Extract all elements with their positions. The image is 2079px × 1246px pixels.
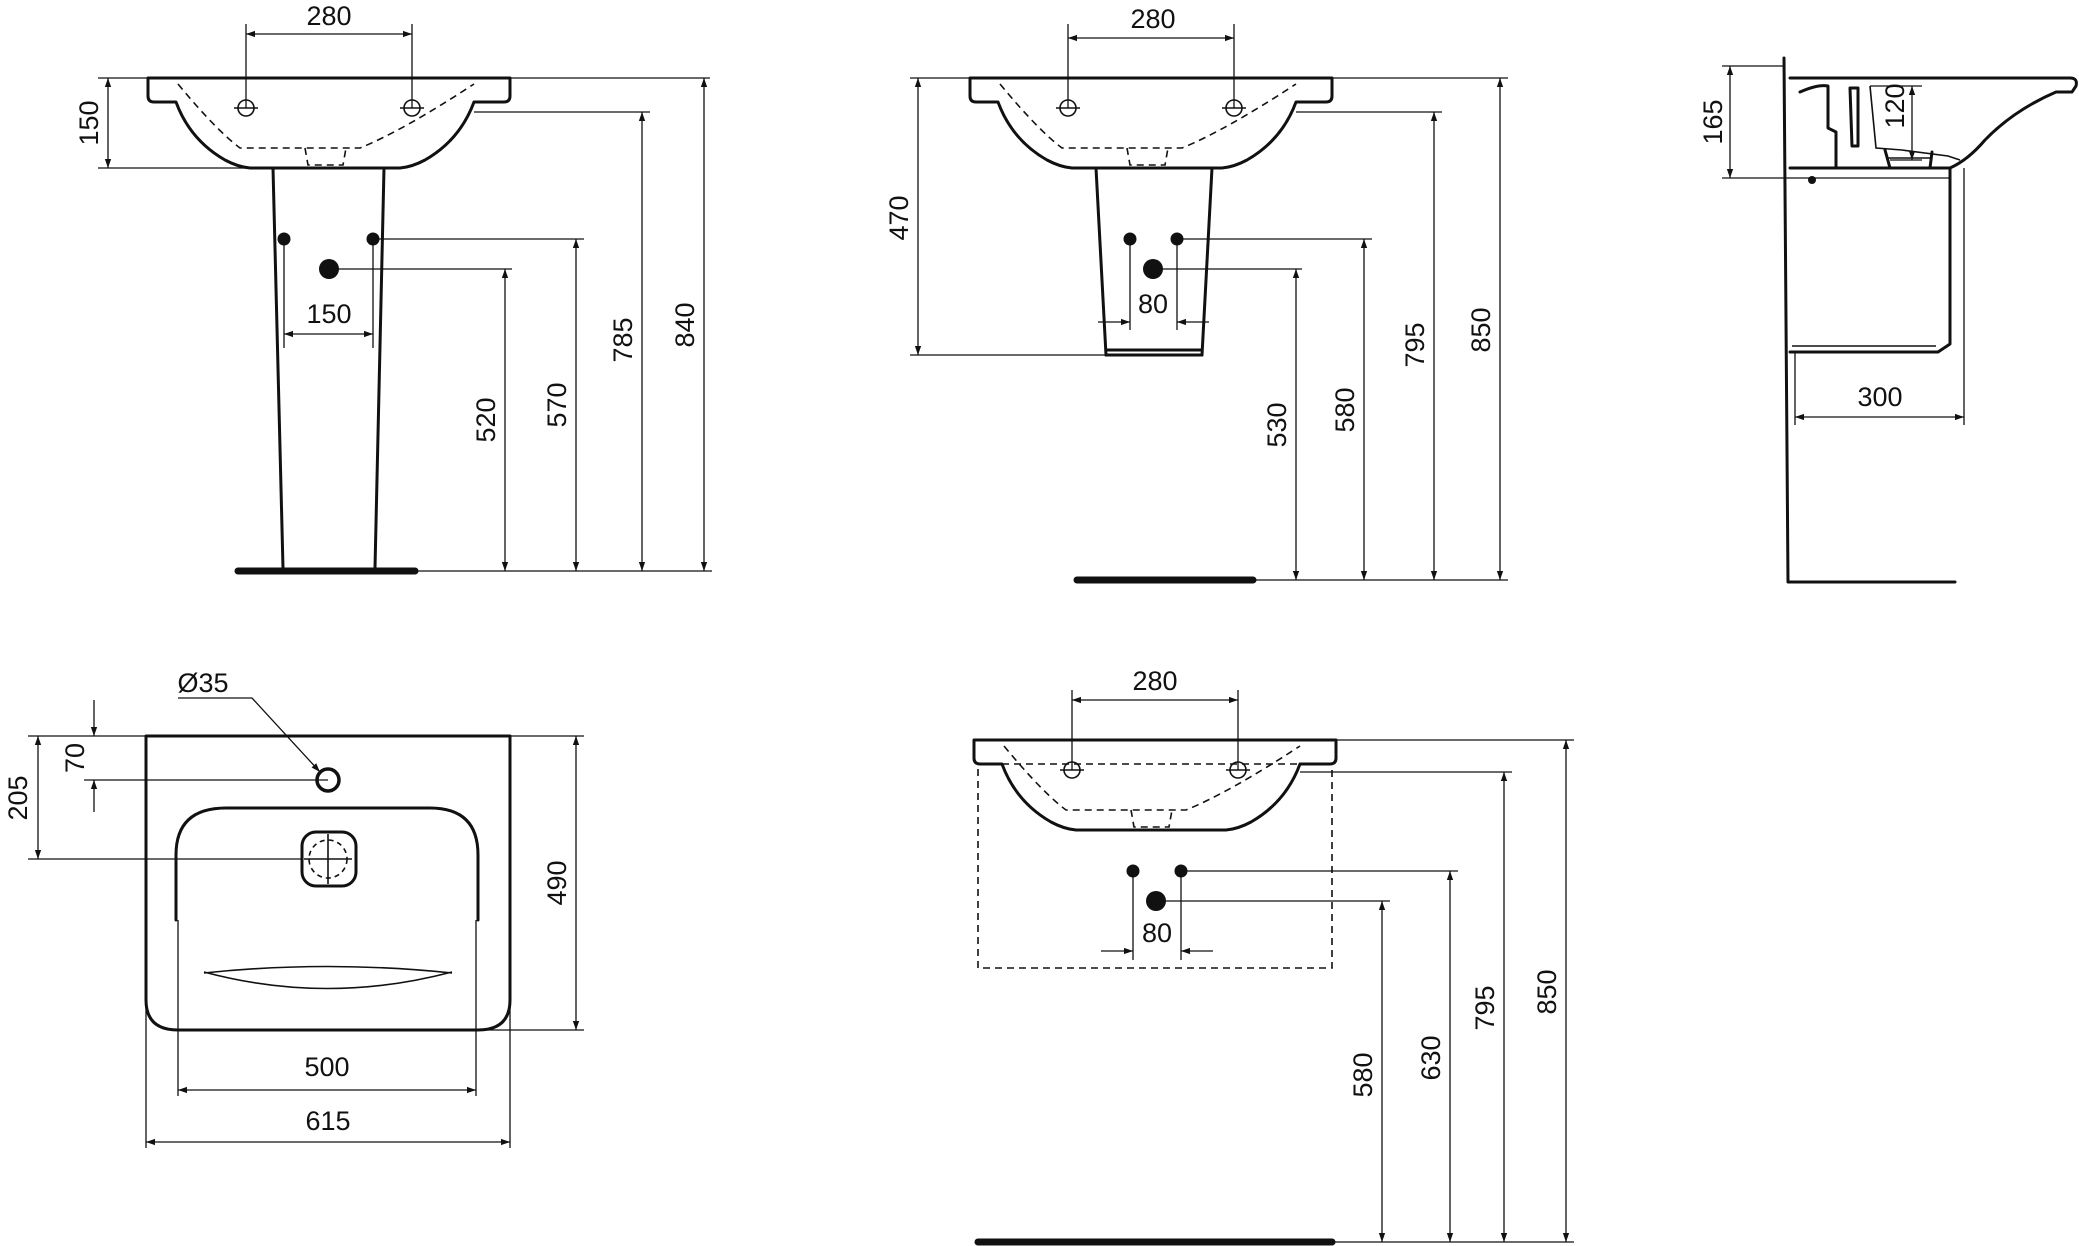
basin-outline bbox=[972, 738, 1338, 832]
dim-rim-height: 850 bbox=[1532, 969, 1562, 1014]
dim-rim-height: 850 bbox=[1466, 307, 1496, 352]
basin-outline bbox=[146, 76, 512, 170]
dim-waste-height: 520 bbox=[471, 397, 501, 442]
inlet-point bbox=[1808, 176, 1816, 184]
basin-outline bbox=[968, 76, 1334, 170]
dim-waste-height: 580 bbox=[1348, 1052, 1378, 1097]
dim-rim-height: 840 bbox=[670, 302, 700, 347]
dim-waste-offset: 205 bbox=[3, 775, 33, 820]
dim-tap-spacing: 280 bbox=[1132, 666, 1177, 696]
basin-side-outline bbox=[1788, 76, 2078, 354]
dim-inlet-spacing: 80 bbox=[1142, 918, 1172, 948]
dim-overall-width: 615 bbox=[305, 1106, 350, 1136]
dim-bowl-depth: 150 bbox=[74, 100, 104, 145]
dim-depth: 490 bbox=[542, 860, 572, 905]
semi-pedestal bbox=[1094, 166, 1214, 357]
dim-projection: 300 bbox=[1857, 382, 1902, 412]
dim-tap-spacing: 280 bbox=[306, 1, 351, 31]
dim-inlet-height: 580 bbox=[1330, 387, 1360, 432]
side-view: 165 120 300 bbox=[1698, 56, 2078, 584]
dim-bowl-width: 500 bbox=[304, 1052, 349, 1082]
pedestal-front-view: 280 150 150 520 570 785 840 bbox=[74, 1, 712, 575]
waste-outlet bbox=[300, 830, 358, 888]
dim-bowl-height: 785 bbox=[608, 317, 638, 362]
plan-view: Ø35 70 205 490 500 615 bbox=[3, 668, 584, 1148]
dim-height-165: 165 bbox=[1698, 99, 1728, 144]
dim-bowl-height: 795 bbox=[1400, 322, 1430, 367]
dim-inlet-height: 570 bbox=[542, 382, 572, 427]
dim-height-120: 120 bbox=[1880, 83, 1910, 128]
dim-tap-spacing: 280 bbox=[1130, 4, 1175, 34]
wall-bracket bbox=[1782, 56, 1957, 584]
semi-pedestal-front-view: 280 470 80 530 580 795 850 bbox=[884, 4, 1508, 584]
dim-inlet-spacing: 80 bbox=[1138, 289, 1168, 319]
dim-pedestal-bottom: 470 bbox=[884, 195, 914, 240]
dim-tap-hole-diameter: Ø35 bbox=[177, 668, 228, 698]
pedestal-column bbox=[271, 166, 386, 570]
dim-bowl-height: 795 bbox=[1470, 985, 1500, 1030]
dim-inlet-spacing: 150 bbox=[306, 299, 351, 329]
dim-tap-hole-offset: 70 bbox=[60, 743, 90, 773]
vanity-front-view: 280 80 580 630 795 850 bbox=[972, 666, 1574, 1246]
dim-inlet-height: 630 bbox=[1416, 1035, 1446, 1080]
vanity-unit-outline bbox=[977, 763, 1333, 969]
dim-waste-height: 530 bbox=[1262, 402, 1292, 447]
